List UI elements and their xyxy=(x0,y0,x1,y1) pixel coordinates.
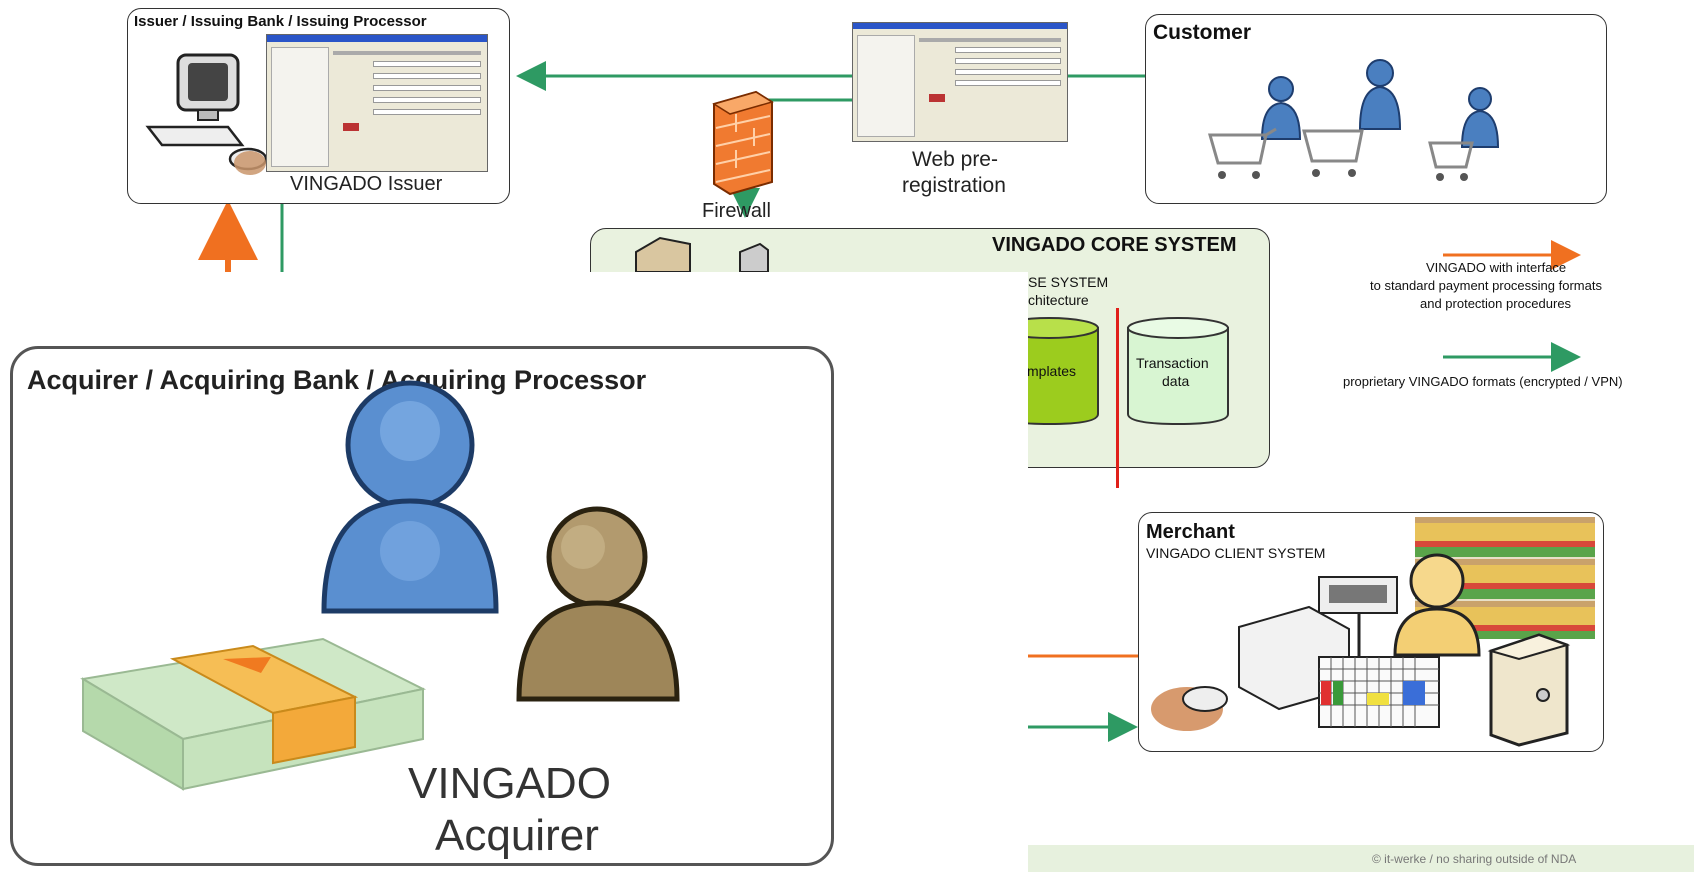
acquirer-title: Acquirer / Acquiring Bank / Acquiring Pr… xyxy=(27,365,647,395)
brown-person-icon xyxy=(516,506,680,702)
legend-orange-line1: VINGADO with interface xyxy=(1426,260,1567,275)
merchant-box: Merchant VINGADO CLIENT SYSTEM xyxy=(1138,512,1604,752)
blue-person-icon xyxy=(321,380,499,614)
server-icon xyxy=(635,236,769,272)
legend-green-text: proprietary VINGADO formats (encrypted /… xyxy=(1343,374,1623,389)
issuer-title: Issuer / Issuing Bank / Issuing Processo… xyxy=(134,13,427,30)
issuer-caption: VINGADO Issuer xyxy=(290,173,443,195)
merchant-subtitle: VINGADO CLIENT SYSTEM xyxy=(1146,545,1326,561)
web-preregistration-screenshot xyxy=(852,22,1068,142)
acquirer-caption-line1: VINGADO xyxy=(408,759,611,808)
hand-mouse-icon xyxy=(1151,686,1228,731)
customer-shoppers-icon xyxy=(1208,59,1500,181)
core-subtitle-line2: chitecture xyxy=(1028,292,1089,308)
merchant-title: Merchant xyxy=(1146,521,1235,543)
customer-box: Customer xyxy=(1145,14,1607,204)
core-title: VINGADO CORE SYSTEM xyxy=(992,234,1237,256)
web-caption-line2: registration xyxy=(902,174,1006,197)
shopper-1-icon xyxy=(1208,76,1302,179)
shopper-2-icon xyxy=(1302,59,1402,177)
db-templates-label: mplates xyxy=(1027,363,1077,379)
acquirer-box: Acquirer / Acquiring Bank / Acquiring Pr… xyxy=(10,346,834,866)
shopper-3-icon xyxy=(1428,87,1500,181)
footer-copyright: © it-werke / no sharing outside of NDA xyxy=(1372,852,1577,866)
core-divider xyxy=(1116,308,1119,488)
web-caption-line1: Web pre- xyxy=(912,148,998,171)
footer-bar xyxy=(1028,845,1694,872)
legend-orange-line3: and protection procedures xyxy=(1420,296,1572,311)
computer-workstation-icon xyxy=(145,53,268,175)
firewall-icon xyxy=(712,90,774,196)
merchant-person-icon xyxy=(1393,553,1481,657)
computer-tower-icon xyxy=(1487,633,1571,747)
acquirer-caption-line2: Acquirer xyxy=(435,811,599,860)
money-stack-icon xyxy=(80,637,427,791)
core-subtitle-line1: SE SYSTEM xyxy=(1028,274,1109,290)
db-transaction-line1: Transaction xyxy=(1136,355,1209,371)
db-transaction-line2: data xyxy=(1162,373,1190,389)
transaction-database-icon xyxy=(1127,317,1229,426)
legend-orange-line2: to standard payment processing formats xyxy=(1370,278,1602,293)
pos-terminal-icon xyxy=(1238,576,1440,728)
issuer-box: Issuer / Issuing Bank / Issuing Processo… xyxy=(127,8,510,204)
customer-title: Customer xyxy=(1153,21,1252,44)
issuer-app-screenshot xyxy=(266,34,488,172)
firewall-label: Firewall xyxy=(702,200,771,222)
